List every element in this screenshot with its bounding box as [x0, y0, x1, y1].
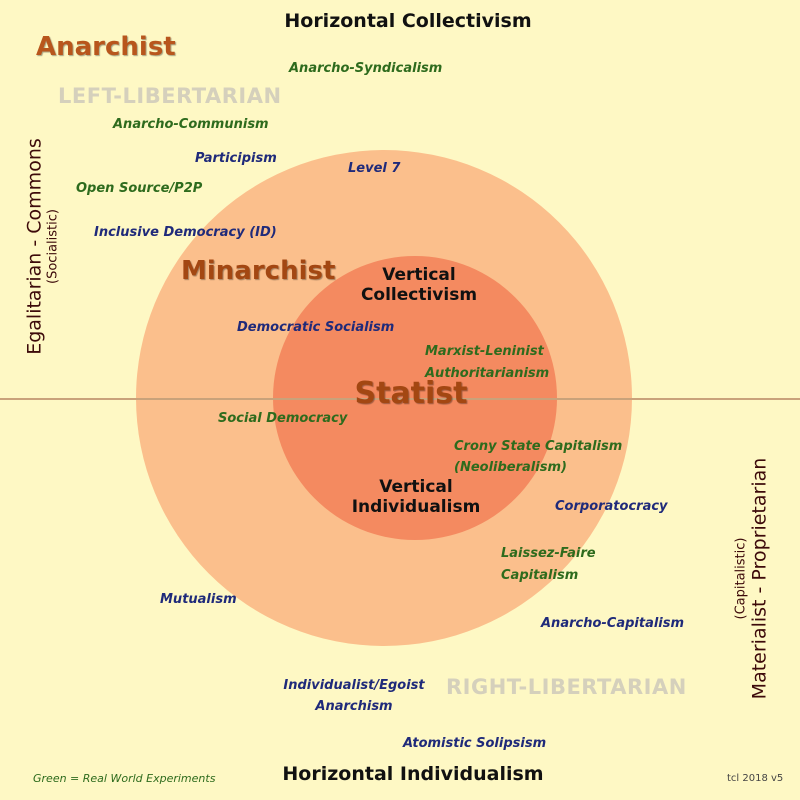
axis-bottom-label: Horizontal Individualism — [282, 763, 544, 785]
item-laissez-faire: Laissez-Faire Capitalism — [501, 546, 596, 583]
item-crony-state-capitalism: Crony State Capitalism (Neoliberalism) — [454, 439, 623, 475]
item-individualist-egoist: Individualist/Egoist Anarchism — [283, 678, 425, 714]
item-mutualism: Mutualism — [160, 592, 237, 607]
item-marxist-leninist: Marxist-Leninist Authoritarianism — [425, 344, 550, 381]
axis-top-label: Horizontal Collectivism — [284, 10, 532, 32]
axis-right-main: Materialist - Proprietarian — [748, 457, 771, 700]
item-open-source: Open Source/P2P — [76, 181, 203, 196]
item-inclusive-democracy: Inclusive Democracy (ID) — [94, 225, 277, 240]
item-anarcho-communism: Anarcho-Communism — [113, 117, 269, 132]
axis-right-label: (Capitalistic) Materialist - Proprietari… — [734, 429, 771, 729]
item-corporatocracy: Corporatocracy — [555, 499, 668, 514]
axis-right-sub: (Capitalistic) — [733, 537, 749, 620]
legend-note: Green = Real World Experiments — [33, 772, 216, 785]
zone-statist: Statist — [354, 376, 468, 411]
item-democratic-socialism: Democratic Socialism — [237, 320, 395, 335]
axis-left-main: Egalitarian - Commons — [23, 138, 46, 355]
item-participism: Participism — [195, 151, 277, 166]
item-atomistic-solipsism: Atomistic Solipsism — [403, 736, 547, 751]
credit-note: tcl 2018 v5 — [727, 773, 784, 784]
zone-vertical-collectivism: Vertical Collectivism — [360, 265, 478, 306]
item-social-democracy: Social Democracy — [218, 411, 348, 426]
zone-left-libertarian: LEFT-LIBERTARIAN — [58, 84, 282, 108]
item-anarcho-syndicalism: Anarcho-Syndicalism — [289, 61, 443, 76]
zone-right-libertarian: RIGHT-LIBERTARIAN — [446, 675, 687, 699]
zone-anarchist: Anarchist — [36, 32, 176, 62]
zone-minarchist: Minarchist — [181, 256, 336, 286]
zone-vertical-individualism: Vertical Individualism — [351, 477, 481, 518]
item-anarcho-capitalism: Anarcho-Capitalism — [541, 616, 685, 631]
item-level-7: Level 7 — [348, 161, 401, 176]
axis-left-label: Egalitarian - Commons (Socialistic) — [24, 97, 61, 397]
axis-left-sub: (Socialistic) — [45, 209, 61, 284]
